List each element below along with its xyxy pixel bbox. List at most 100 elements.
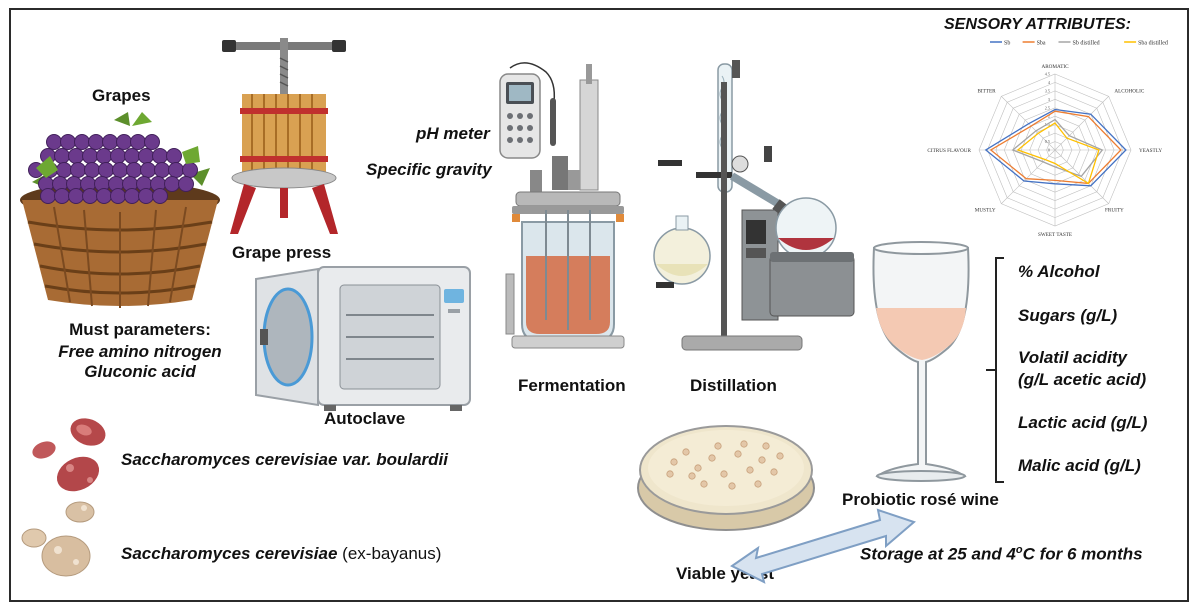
grape-berry (138, 188, 154, 204)
yeast-colony (734, 450, 742, 458)
yeast-colony (776, 452, 784, 460)
scale-tick: 1 (1048, 131, 1050, 136)
grape-berry (112, 162, 128, 178)
grape-berry (82, 148, 98, 164)
grape-berry (126, 162, 142, 178)
yeast-bayanus-species: Saccharomyces cerevisiae (121, 544, 338, 563)
param-alcohol: % Alcohol (1018, 262, 1100, 281)
grapes-label: Grapes (92, 86, 151, 105)
sensory-title: SENSORY ATTRIBUTES: (944, 16, 1131, 33)
grape-berry (70, 162, 86, 178)
grape-press-illustration (222, 38, 346, 234)
fermenter-illustration (505, 64, 625, 349)
scale-tick: 4 (1048, 80, 1051, 85)
yeast-colony (754, 480, 762, 488)
distillation-label: Distillation (690, 376, 777, 395)
yeast-bayanus-label: Saccharomyces cerevisiae (ex-bayanus) (121, 544, 441, 564)
must-parameters-title: Must parameters: (69, 320, 211, 339)
grape-press-label: Grape press (232, 243, 332, 262)
storage-degree: o (1015, 544, 1023, 556)
series-sba-distilled (1016, 122, 1100, 185)
legend-entry: Sb distilled (1058, 41, 1100, 47)
legend-label: Sba distilled (1138, 41, 1168, 47)
storage-label: Storage at 25 and 4oC for 6 months (860, 544, 1143, 565)
axis-label: YEASTLY (1139, 148, 1162, 154)
grid-spoke (1054, 149, 1109, 204)
grape-berry (110, 188, 126, 204)
storage-prefix: Storage at 25 and 4 (860, 544, 1016, 564)
grape-berry (54, 188, 70, 204)
specific-gravity-label: Specific gravity (366, 160, 492, 179)
wine-glass-illustration (872, 241, 970, 482)
grape-berry (60, 134, 76, 150)
series-sba (989, 110, 1122, 185)
yeast-colony (770, 468, 778, 476)
grape-berry (56, 162, 72, 178)
grape-berry (40, 188, 56, 204)
fermentation-label: Fermentation (518, 376, 626, 395)
yeast-colony (758, 456, 766, 464)
axis-label: ALCOHOLIC (1114, 89, 1145, 95)
storage-suffix: C for 6 months (1022, 544, 1143, 564)
axis-label: CITRUS FLAVOUR (927, 148, 971, 154)
yeast-colony (728, 482, 736, 490)
yeast-colony (762, 442, 770, 450)
legend-label: Sb distilled (1073, 41, 1100, 47)
scale-tick: 3 (1048, 97, 1050, 102)
param-sugars: Sugars (g/L) (1018, 306, 1118, 325)
yeast-colony (700, 480, 708, 488)
axis-label: AROMATIC (1041, 64, 1069, 70)
param-volatile-acidity-unit: (g/L acetic acid) (1018, 370, 1147, 389)
grape-berry (166, 148, 182, 164)
grape-berry (168, 162, 184, 178)
scale-tick: 4.5 (1045, 72, 1050, 77)
axis-label: SWEET TASTE (1038, 232, 1072, 238)
legend-entry: Sba (1022, 41, 1046, 47)
scale-tick: 2 (1048, 114, 1050, 119)
grape-berry (182, 162, 198, 178)
yeast-colony (694, 464, 702, 472)
grape-berry (138, 148, 154, 164)
grape-berry (152, 148, 168, 164)
legend-entry: Sba distilled (1124, 41, 1168, 47)
yeast-boulardii-label: Saccharomyces cerevisiae var. boulardii (121, 450, 448, 469)
axis-label: FRUITY (1105, 207, 1124, 213)
param-malic-acid: Malic acid (g/L) (1018, 456, 1141, 475)
yeast-colony (746, 466, 754, 474)
parameters-bracket (986, 257, 1004, 483)
yeast-colony (708, 454, 716, 462)
must-parameter-gluconic: Gluconic acid (84, 362, 196, 381)
grape-berry (82, 188, 98, 204)
grid-spoke (1001, 96, 1056, 151)
must-parameter-fan: Free amino nitrogen (58, 342, 222, 361)
boulardii-cells-illustration (32, 418, 106, 492)
autoclave-label: Autoclave (324, 409, 406, 428)
grape-berry (152, 188, 168, 204)
grape-berry (46, 134, 62, 150)
grapes-basket-illustration (20, 112, 220, 308)
ph-meter-illustration (499, 62, 556, 159)
grape-berry (68, 188, 84, 204)
grape-berry (74, 134, 90, 150)
bayanus-cells-illustration (21, 501, 95, 577)
grape-berry (144, 134, 160, 150)
yeast-bayanus-strain: (ex-bayanus) (337, 544, 442, 563)
series-sb (984, 108, 1127, 187)
scale-tick: 2.5 (1045, 105, 1050, 110)
legend-label: Sba (1037, 41, 1046, 47)
param-lactic-acid: Lactic acid (g/L) (1018, 413, 1148, 432)
probiotic-wine-label: Probiotic rosé wine (842, 490, 999, 509)
axis-label: BITTER (977, 89, 996, 95)
grape-berry (110, 148, 126, 164)
ph-meter-label: pH meter (416, 124, 490, 143)
grape-berry (140, 162, 156, 178)
yeast-colony (682, 448, 690, 456)
yeast-colony (688, 472, 696, 480)
axis-label: MUSTLY (975, 207, 996, 213)
grape-berry (130, 134, 146, 150)
grape-berry (154, 162, 170, 178)
grape-berry (124, 148, 140, 164)
grape-berry (54, 148, 70, 164)
grape-berry (88, 134, 104, 150)
